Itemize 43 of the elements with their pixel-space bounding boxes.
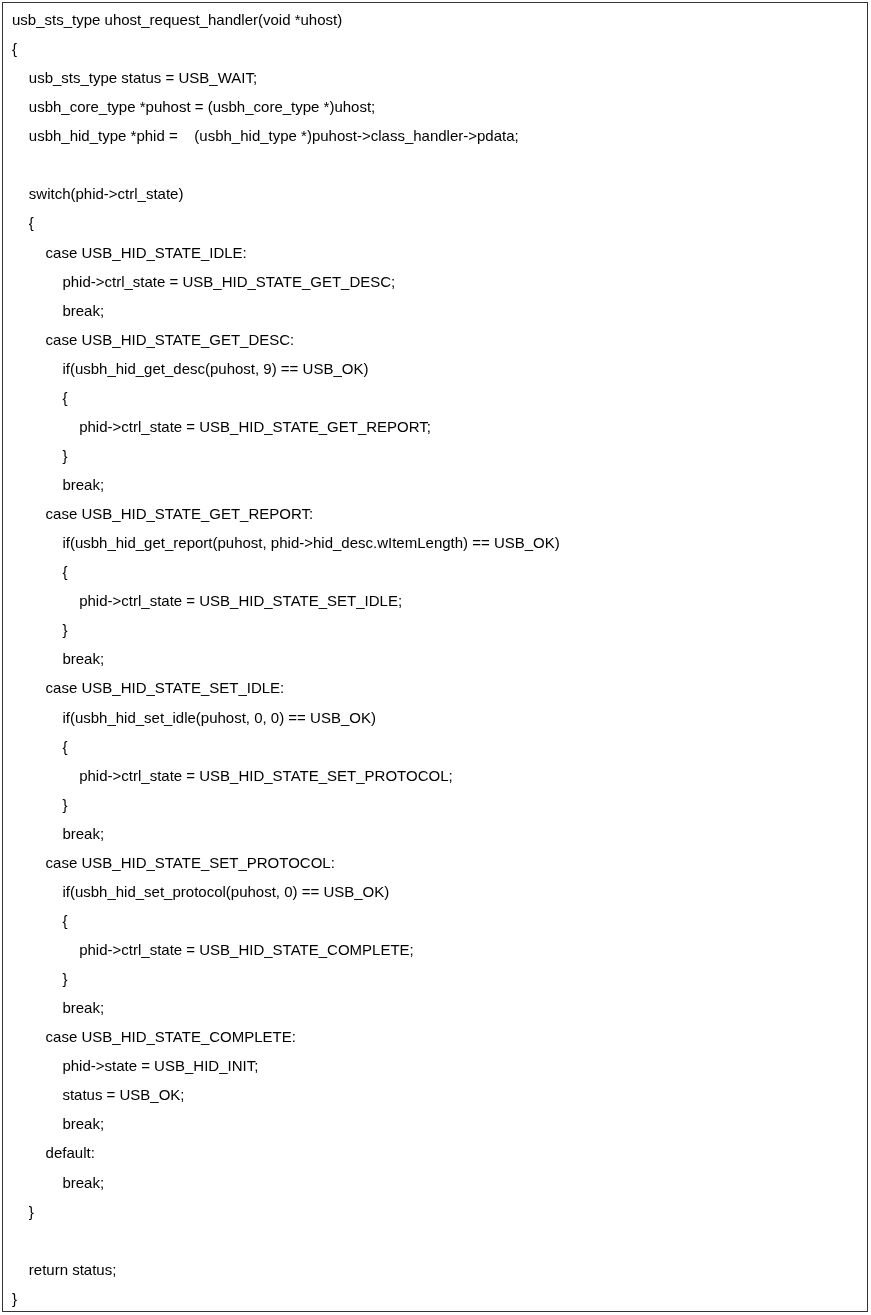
code-line: usb_sts_type uhost_request_handler(void *uhost) — [12, 10, 343, 30]
code-line: usbh_core_type *puhost = (usbh_core_type *)uhost; — [28, 97, 376, 118]
code-line: default: — [45, 1143, 95, 1164]
code-line: break; — [62, 998, 105, 1019]
code-line: if(usbh_hid_get_report(puhost, phid->hid_desc.wItemLength) == USB_OK) — [62, 533, 560, 554]
code-line: phid->ctrl_state = USB_HID_STATE_SET_IDLE; — [79, 591, 403, 612]
code-line: { — [62, 910, 68, 931]
code-line: if(usbh_hid_set_idle(puhost, 0, 0) == USB_OK) — [62, 707, 376, 728]
code-line: status = USB_OK; — [62, 1085, 185, 1106]
code-line: break; — [62, 475, 105, 495]
code-line: usbh_hid_type *phid = (usbh_hid_type *)puhost->class_handler->pdata; — [28, 126, 519, 147]
code-line: break; — [62, 1172, 105, 1193]
code-line: break; — [62, 1114, 105, 1135]
code-line: } — [12, 1288, 17, 1309]
code-line: phid->ctrl_state = USB_HID_STATE_GET_DESC; — [62, 271, 396, 292]
code-line: phid->state = USB_HID_INIT; — [62, 1056, 259, 1077]
code-line: } — [62, 620, 68, 641]
code-line: { — [62, 387, 68, 408]
code-line: } — [62, 969, 68, 990]
code-line: } — [62, 445, 68, 466]
code-line: case USB_HID_STATE_GET_DESC: — [45, 329, 295, 350]
code-line: if(usbh_hid_set_protocol(puhost, 0) == USB_OK) — [62, 881, 390, 902]
code-line: return status; — [28, 1259, 117, 1280]
code-line: break; — [62, 300, 105, 321]
code-line: } — [62, 794, 68, 815]
code-line: case USB_HID_STATE_SET_IDLE: — [45, 678, 285, 699]
code-line: usb_sts_type status = USB_WAIT; — [28, 68, 258, 89]
code-line: case USB_HID_STATE_SET_PROTOCOL: — [45, 852, 335, 873]
code-line: case USB_HID_STATE_IDLE: — [45, 242, 247, 263]
code-line: } — [28, 1201, 34, 1222]
code-line: { — [12, 39, 17, 60]
code-line: break; — [62, 649, 105, 670]
code-line: phid->ctrl_state = USB_HID_STATE_SET_PROTOCOL; — [79, 765, 453, 786]
code-line: case USB_HID_STATE_COMPLETE: — [45, 1027, 296, 1048]
code-line: if(usbh_hid_get_desc(puhost, 9) == USB_OK) — [62, 358, 369, 379]
code-line: { — [28, 213, 34, 234]
code-line: switch(phid->ctrl_state) — [28, 184, 184, 205]
code-line: { — [62, 562, 68, 583]
code-line: { — [62, 736, 68, 757]
code-line: phid->ctrl_state = USB_HID_STATE_GET_REPORT; — [79, 416, 431, 437]
code-line: phid->ctrl_state = USB_HID_STATE_COMPLETE; — [79, 940, 414, 960]
code-line: break; — [62, 823, 105, 844]
code-line: case USB_HID_STATE_GET_REPORT: — [45, 504, 314, 525]
